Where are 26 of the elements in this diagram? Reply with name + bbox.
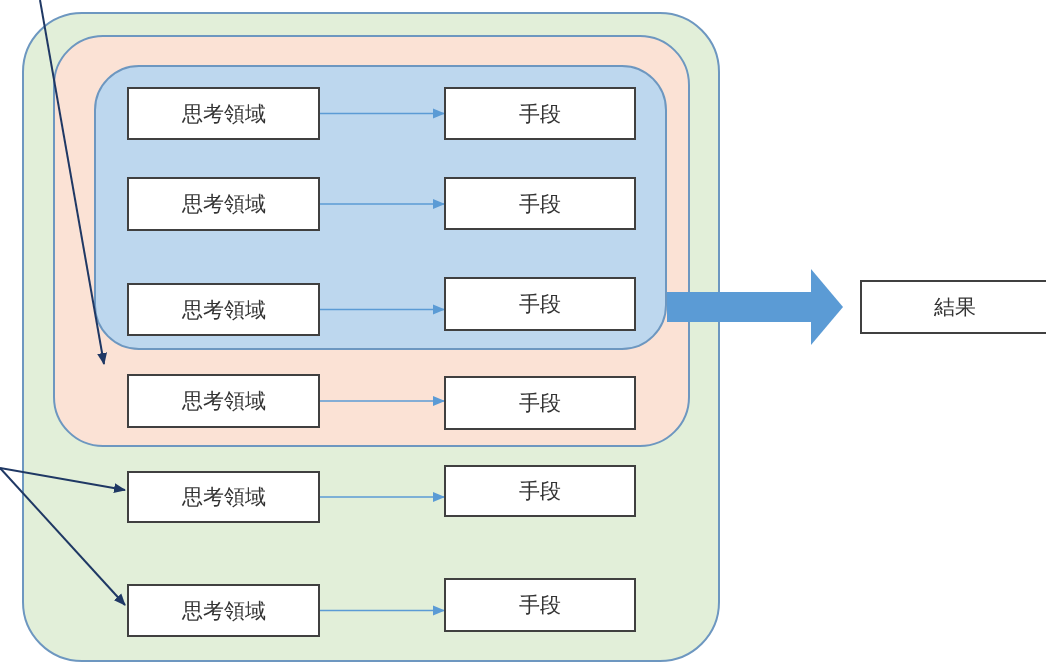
text-box: 結果: [860, 280, 1046, 334]
text-box: 手段: [444, 277, 636, 331]
arrow: [319, 199, 445, 209]
arrow: [319, 605, 445, 616]
text-box: 手段: [444, 465, 636, 517]
text-box: 思考領域: [127, 471, 320, 523]
rounded-band: [53, 35, 690, 447]
rounded-band: [94, 65, 667, 350]
arrow: [0, 467, 126, 606]
text-box: 手段: [444, 177, 636, 230]
arrow: [0, 467, 126, 493]
rounded-band: [22, 12, 720, 662]
text-box: 思考領域: [127, 177, 320, 231]
text-box: 思考領域: [127, 87, 320, 140]
text-box: 手段: [444, 376, 636, 430]
text-box: 手段: [444, 578, 636, 632]
text-box: 手段: [444, 87, 636, 140]
arrow: [319, 492, 445, 502]
text-box: 思考領域: [127, 584, 320, 637]
arrow: [39, 0, 107, 365]
arrow: [319, 108, 445, 119]
arrow: [319, 304, 445, 315]
arrow: [319, 396, 445, 406]
block-arrow: [667, 269, 843, 345]
text-box: 思考領域: [127, 374, 320, 428]
text-box: 思考領域: [127, 283, 320, 336]
